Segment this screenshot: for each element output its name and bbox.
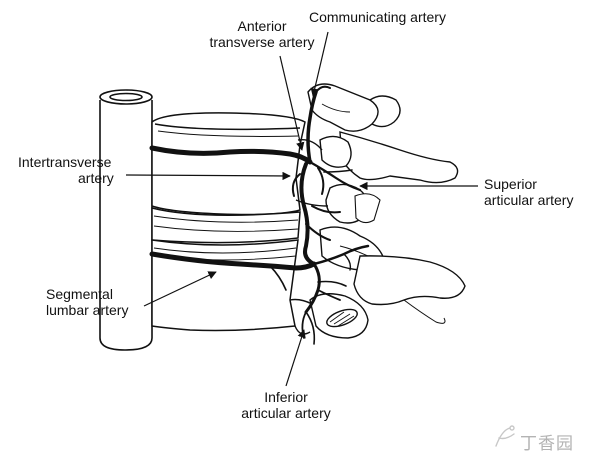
anterior-transverse-leader bbox=[279, 55, 305, 151]
arteries bbox=[149, 85, 370, 345]
superior-line2-text: articular artery bbox=[484, 192, 574, 208]
anterior-line2-text: transverse artery bbox=[209, 34, 315, 50]
aorta-vessel bbox=[99, 89, 153, 351]
vertebral-bodies bbox=[151, 112, 306, 332]
segmental-line1-text: Segmental bbox=[46, 286, 113, 302]
communicating-artery bbox=[306, 90, 318, 164]
label-superior-articular-artery: Superior articular artery bbox=[484, 176, 573, 208]
intertransverse-leader bbox=[125, 171, 291, 181]
upper-articular-process bbox=[307, 83, 379, 132]
segmental-leader bbox=[143, 271, 217, 307]
label-anterior-transverse-artery: Anterior transverse artery bbox=[198, 18, 326, 50]
lower-vertebral-body bbox=[151, 239, 299, 332]
intertransverse-line2-text: artery bbox=[78, 170, 114, 186]
communicating-artery-text: Communicating artery bbox=[309, 9, 446, 25]
posterior-elements bbox=[289, 83, 466, 339]
label-segmental-lumbar-artery: Segmental lumbar artery bbox=[46, 286, 128, 318]
superior-line1-text: Superior bbox=[484, 176, 537, 192]
upper-segmental-artery bbox=[149, 145, 313, 165]
segmental-lumbar-artery bbox=[149, 251, 317, 271]
label-inferior-articular-artery: Inferior articular artery bbox=[224, 389, 348, 421]
leader-lines bbox=[125, 31, 478, 387]
label-communicating-artery: Communicating artery bbox=[309, 9, 446, 25]
segmental-line2-text: lumbar artery bbox=[46, 302, 129, 318]
upper-transverse-process bbox=[339, 131, 459, 184]
lower-transverse-process bbox=[353, 255, 466, 306]
intertransverse-artery bbox=[299, 162, 316, 266]
anterior-line1-text: Anterior bbox=[237, 18, 287, 34]
dxy-logo-icon bbox=[495, 425, 515, 447]
intervertebral-disc bbox=[151, 207, 301, 244]
inferior-line1-text: Inferior bbox=[264, 389, 308, 405]
intertransverse-line1-text: Intertransverse bbox=[18, 154, 112, 170]
inferior-articular-leader bbox=[285, 329, 306, 387]
label-intertransverse-artery: Intertransverse artery bbox=[18, 154, 114, 186]
inferior-line2-text: articular artery bbox=[241, 405, 331, 421]
communicating-leader bbox=[310, 31, 329, 97]
watermark-text: 丁香园 bbox=[520, 434, 574, 454]
